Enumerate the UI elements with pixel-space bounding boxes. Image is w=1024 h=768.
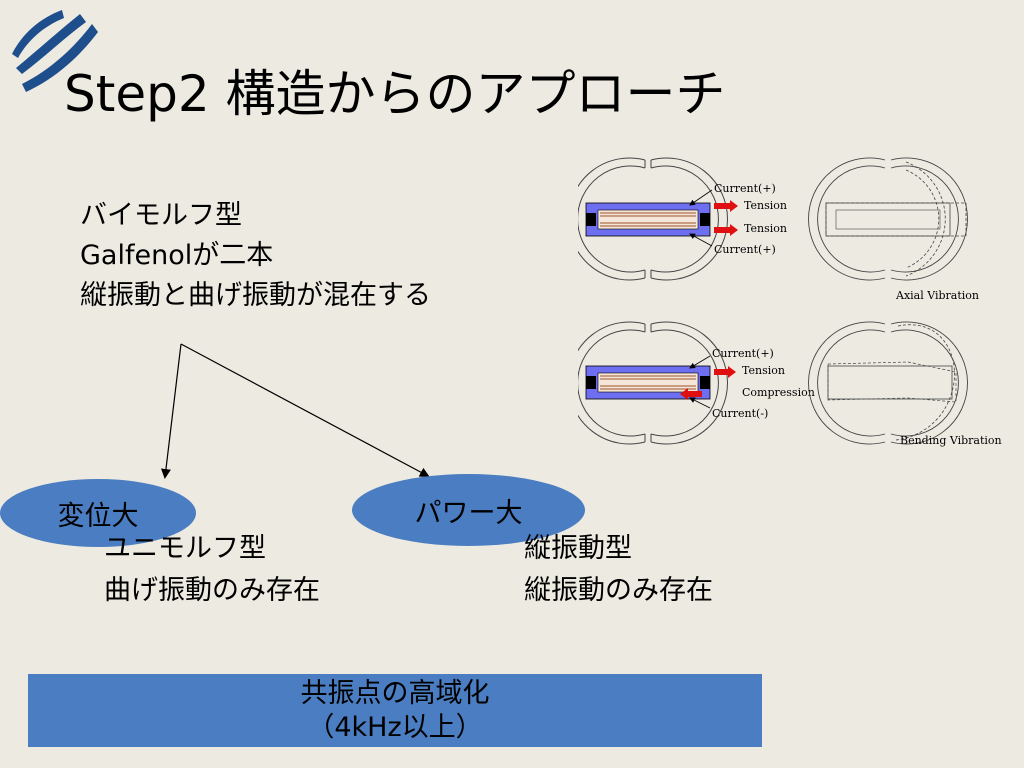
axial-vibration-figure: Axial Vibration — [808, 157, 979, 302]
option-label: 変位大 — [57, 500, 139, 532]
label-tension: Tension — [744, 222, 787, 235]
label-tension: Tension — [742, 364, 785, 377]
label-tension: Tension — [744, 199, 787, 212]
right-option-details: 縦振動型 縦振動のみ存在 — [524, 528, 713, 612]
detail-line: 縦振動のみ存在 — [524, 575, 713, 606]
bending-vibration-figure: Bending Vibration — [808, 321, 1002, 447]
detail-line: 縦振動型 — [524, 533, 632, 564]
detail-line: ユニモルフ型 — [104, 533, 266, 564]
label-current: Current(+) — [714, 243, 776, 256]
label-current: Current(+) — [712, 347, 774, 360]
conclusion-box: 共振点の高域化 （4kHz以上） — [28, 674, 762, 747]
logo-icon — [12, 10, 98, 92]
option-label: パワー大 — [414, 497, 523, 529]
bending-device-figure: Current(+) Tension Compression Current(-… — [578, 321, 815, 445]
option-displacement-ellipse: 変位大 — [0, 479, 196, 547]
conclusion-line: 共振点の高域化 — [300, 677, 490, 709]
bullet-list: バイモルフ型 Galfenolが二本 縦振動と曲げ振動が混在する — [80, 196, 431, 316]
label-compression: Compression — [742, 386, 815, 399]
label-current: Current(-) — [712, 407, 768, 420]
label-current: Current(+) — [714, 182, 776, 195]
vibration-diagram: Current(+) Tension Tension Current(+) Ax… — [578, 157, 1002, 447]
caption-bending-vibration: Bending Vibration — [900, 434, 1002, 447]
detail-line: 曲げ振動のみ存在 — [104, 575, 320, 606]
arrow-right — [180, 343, 430, 477]
left-option-details: ユニモルフ型 曲げ振動のみ存在 — [104, 528, 320, 612]
option-power-ellipse: パワー大 — [352, 474, 585, 546]
bullet-item: 縦振動と曲げ振動が混在する — [80, 280, 431, 311]
page-title: Step2 構造からのアプローチ — [64, 65, 726, 123]
axial-device-figure: Current(+) Tension Tension Current(+) — [578, 157, 787, 281]
bullet-item: Galfenolが二本 — [80, 240, 274, 271]
caption-axial-vibration: Axial Vibration — [895, 289, 979, 302]
bullet-item: バイモルフ型 — [80, 200, 242, 231]
conclusion-line: （4kHz以上） — [307, 711, 483, 743]
arrow-left — [160, 343, 182, 479]
